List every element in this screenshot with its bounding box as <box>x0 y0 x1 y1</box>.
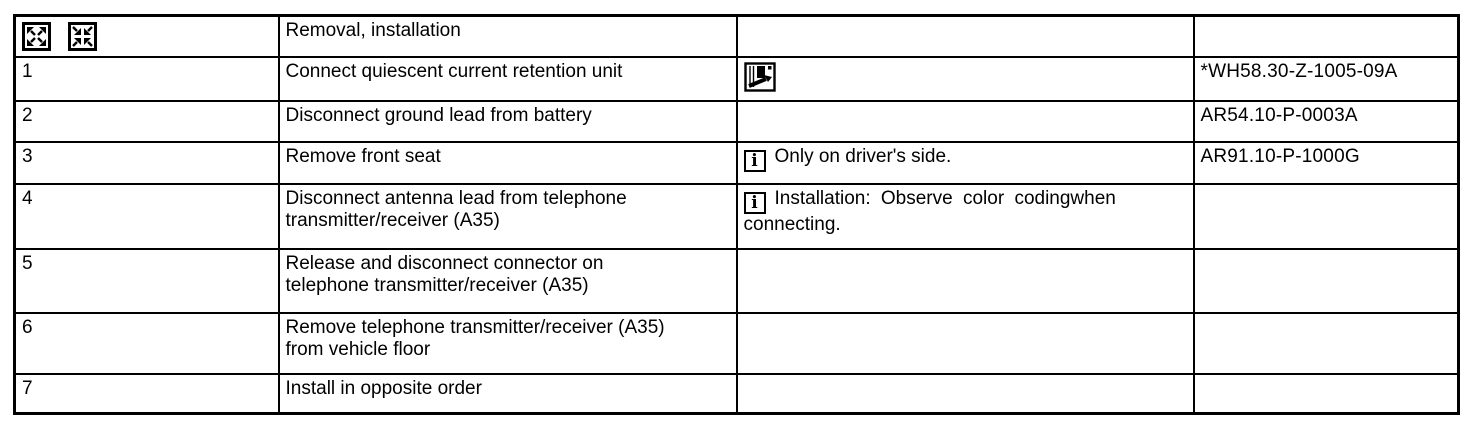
step-description: Connect quiescent current retention unit <box>285 60 623 82</box>
step-cell: 1 <box>13 55 280 102</box>
document-code-link[interactable]: AR54.10-P-0003A <box>1200 104 1358 126</box>
procedure-table: Removal, installation 1 Connect quiescen… <box>13 14 1460 415</box>
note-text: Only on driver's side. <box>774 145 952 167</box>
note-cell <box>735 372 1195 415</box>
table-row: 3 Remove front seat i Only on driver's si… <box>13 140 1460 185</box>
code-cell <box>1192 311 1460 375</box>
note-cell <box>735 55 1195 102</box>
note-cell <box>735 247 1195 314</box>
code-cell: AR91.10-P-1000G <box>1192 140 1460 185</box>
code-cell <box>1192 372 1460 415</box>
step-number: 5 <box>22 252 33 274</box>
table-row: 2 Disconnect ground lead from battery AR… <box>13 99 1460 143</box>
note-text: Installation: Observe color codingwhen c… <box>743 187 1116 235</box>
step-number: 1 <box>22 60 33 82</box>
note-cell: i Only on driver's side. <box>735 140 1195 185</box>
step-number: 6 <box>22 316 33 338</box>
info-icon: i <box>743 191 766 214</box>
procedure-table-wrap: Removal, installation 1 Connect quiescen… <box>13 14 1460 415</box>
table-row: 6 Remove telephone transmitter/receiver … <box>13 311 1460 375</box>
note-cell <box>735 311 1195 375</box>
step-description: Disconnect antenna lead from telephone t… <box>285 187 627 231</box>
step-number: 2 <box>22 104 33 126</box>
note-cell <box>735 99 1195 143</box>
header-row: Removal, installation <box>13 14 1460 58</box>
header-note-cell <box>735 14 1195 58</box>
step-cell: 7 <box>13 372 280 415</box>
work-instruction-graphic-icon[interactable] <box>743 61 776 92</box>
step-description: Remove telephone transmitter/receiver (A… <box>285 316 665 360</box>
step-cell: 3 <box>13 140 280 185</box>
code-cell <box>1192 247 1460 314</box>
table-row: 5 Release and disconnect connector on te… <box>13 247 1460 314</box>
description-cell: Release and disconnect connector on tele… <box>277 247 738 314</box>
step-cell: 2 <box>13 99 280 143</box>
step-number: 7 <box>22 377 33 399</box>
description-cell: Connect quiescent current retention unit <box>277 55 738 102</box>
table-row: 7 Install in opposite order <box>13 372 1460 415</box>
document-code-link[interactable]: AR91.10-P-1000G <box>1200 145 1360 167</box>
code-cell <box>1192 182 1460 250</box>
step-cell: 4 <box>13 182 280 250</box>
table-row: 4 Disconnect antenna lead from telephone… <box>13 182 1460 250</box>
step-description: Remove front seat <box>285 145 441 167</box>
step-description: Release and disconnect connector on tele… <box>285 252 604 296</box>
table-row: 1 Connect quiescent current retention un… <box>13 55 1460 102</box>
step-description: Disconnect ground lead from battery <box>285 104 592 126</box>
description-cell: Remove front seat <box>277 140 738 185</box>
step-cell: 5 <box>13 247 280 314</box>
description-cell: Remove telephone transmitter/receiver (A… <box>277 311 738 375</box>
step-description: Install in opposite order <box>285 377 482 399</box>
info-icon: i <box>743 149 766 172</box>
collapse-all-icon[interactable] <box>68 22 97 51</box>
document-code-link[interactable]: *WH58.30-Z-1005-09A <box>1200 60 1398 82</box>
header-code-cell <box>1192 14 1460 58</box>
description-cell: Disconnect antenna lead from telephone t… <box>277 182 738 250</box>
step-number: 4 <box>22 187 33 209</box>
header-tools-cell <box>13 14 280 58</box>
header-title-cell: Removal, installation <box>277 14 738 58</box>
code-cell: *WH58.30-Z-1005-09A <box>1192 55 1460 102</box>
code-cell: AR54.10-P-0003A <box>1192 99 1460 143</box>
expand-all-icon[interactable] <box>22 22 51 51</box>
table-title: Removal, installation <box>285 20 461 41</box>
step-cell: 6 <box>13 311 280 375</box>
description-cell: Install in opposite order <box>277 372 738 415</box>
step-number: 3 <box>22 145 33 167</box>
description-cell: Disconnect ground lead from battery <box>277 99 738 143</box>
